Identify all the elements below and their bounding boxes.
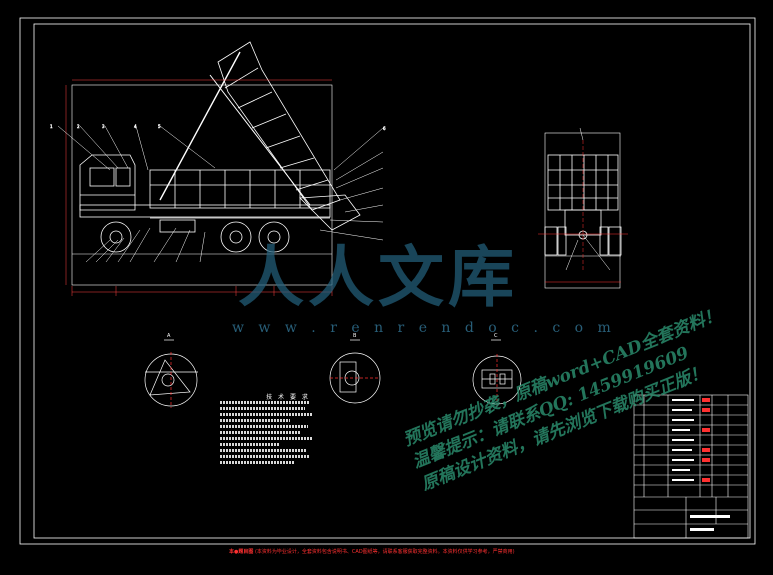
bottom-note-label: 本●题目图 bbox=[229, 549, 254, 555]
svg-text:B: B bbox=[353, 333, 357, 339]
rear-leaders bbox=[565, 127, 611, 271]
svg-text:3: 3 bbox=[102, 124, 105, 129]
title-block bbox=[633, 394, 749, 539]
truck-rear-view bbox=[544, 132, 622, 289]
svg-text:2: 2 bbox=[77, 124, 80, 129]
watermark-logo: 人人文库 bbox=[238, 239, 518, 316]
drawing-frame bbox=[19, 17, 756, 545]
watermark-url: w w w . r e n r e n d o c . c o m bbox=[232, 320, 616, 336]
bottom-note-text: (本资料为毕业设计，全套资料包含说明书、CAD图纸等，请联系客服获取完整资料。本… bbox=[254, 549, 515, 555]
svg-text:1: 1 bbox=[50, 124, 53, 129]
side-dimensions bbox=[65, 79, 333, 296]
svg-text:6: 6 bbox=[383, 126, 386, 131]
svg-text:4: 4 bbox=[134, 124, 137, 129]
title-block-text-lines bbox=[672, 399, 730, 531]
detail-view-a: A bbox=[144, 333, 198, 408]
detail-view-c: C bbox=[472, 333, 522, 406]
title-block-marks bbox=[702, 398, 710, 482]
svg-text:A: A bbox=[167, 333, 171, 339]
rear-dimensions bbox=[538, 140, 628, 283]
tech-requirements-text bbox=[220, 401, 315, 467]
bottom-note: 本●题目图 (本资料为毕业设计，全套资料包含说明书、CAD图纸等，请联系客服获取… bbox=[229, 548, 559, 556]
detail-view-b: B bbox=[329, 333, 381, 404]
svg-text:C: C bbox=[494, 333, 498, 339]
side-leaders: 1 2 3 4 5 6 bbox=[50, 124, 386, 263]
truck-side-view bbox=[71, 41, 361, 286]
tech-requirements-title: 技 术 要 求 bbox=[266, 394, 310, 401]
svg-text:5: 5 bbox=[158, 124, 161, 129]
